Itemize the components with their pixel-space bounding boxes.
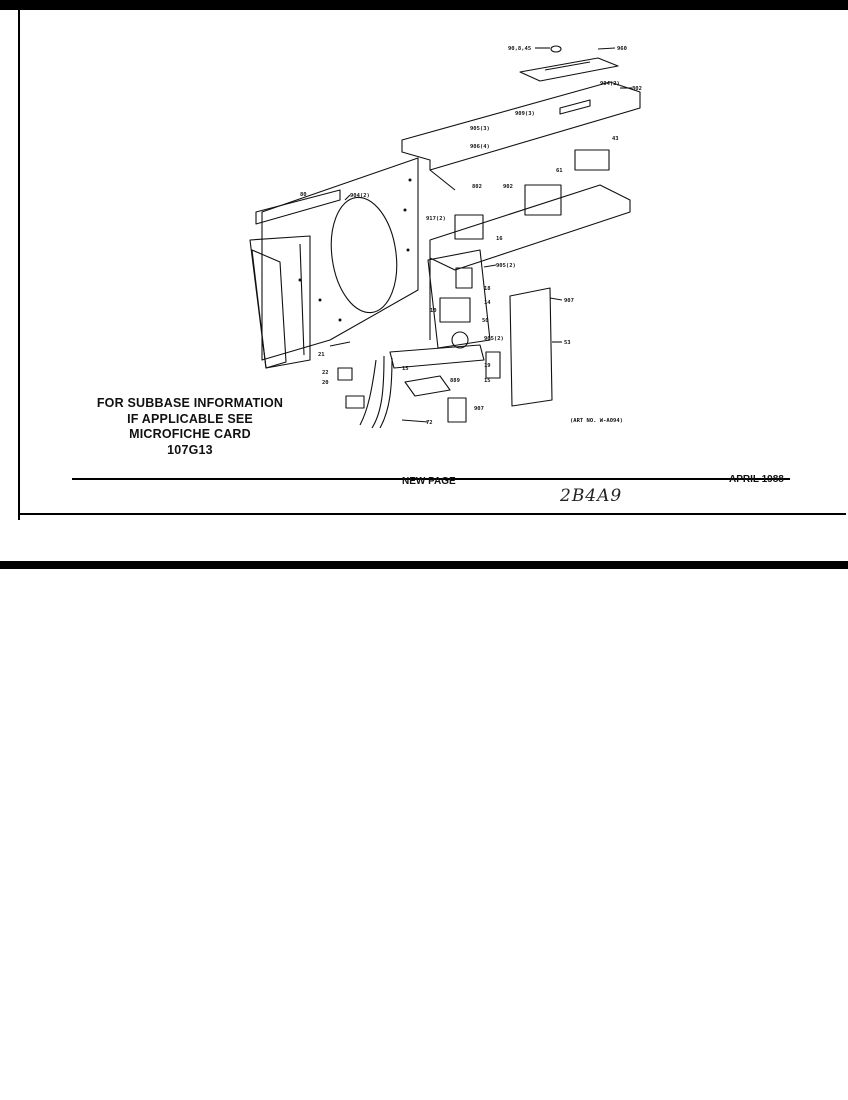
art-number: (ART NO. W-A094)	[570, 418, 623, 424]
callout-label: 50	[482, 318, 489, 324]
callout-label: 917(2)	[426, 216, 446, 222]
callout-label: 43	[612, 136, 619, 142]
bolt-hole	[408, 178, 412, 182]
callout-label: 19	[484, 363, 491, 369]
bottom-rule	[20, 513, 846, 515]
fan-opening	[330, 196, 398, 314]
bolt-hole	[318, 298, 322, 302]
callout-label: 907	[564, 298, 574, 304]
callout-label: 22	[322, 370, 329, 376]
power-cord-wires	[359, 355, 393, 429]
callout-label: 905(3)	[470, 126, 490, 132]
bolt-hole	[403, 208, 407, 212]
junction-block	[485, 351, 501, 379]
top-plate-slot	[544, 61, 591, 71]
callout-label: 960	[617, 46, 627, 52]
terminal-box	[447, 397, 467, 423]
control-panel	[427, 249, 491, 349]
top-scan-band	[0, 0, 848, 10]
callout-label: 14	[484, 300, 491, 306]
callout-label: 907	[474, 406, 484, 412]
callout-label: 72	[426, 420, 433, 426]
bolt-hole	[406, 248, 410, 252]
callout-label: 905(2)	[496, 263, 516, 269]
lead-wire	[329, 341, 351, 347]
callout-label: 10	[430, 308, 437, 314]
leader-6	[549, 297, 563, 301]
top-cover-plate	[519, 57, 619, 82]
callout-label: 61	[556, 168, 563, 174]
callout-label: 889	[450, 378, 460, 384]
callout-label: 80	[300, 192, 307, 198]
left-page-edge	[18, 10, 20, 520]
callout-label: 18	[484, 286, 491, 292]
callout-label: 905(2)	[484, 336, 504, 342]
lower-bracket	[389, 344, 485, 369]
callout-label: 16	[496, 236, 503, 242]
callout-label: 15	[484, 378, 491, 384]
callout-label: 909(3)	[515, 111, 535, 117]
plug	[345, 395, 365, 409]
top-knob	[550, 45, 562, 53]
leader-2	[597, 47, 616, 50]
footer-new-page: NEW PAGE	[402, 476, 456, 487]
front-grille-panel	[509, 287, 553, 407]
callout-label: 53	[564, 340, 571, 346]
thermostat-block	[574, 149, 610, 171]
handwritten-code: 2B4A9	[560, 486, 623, 506]
panel-edge	[429, 169, 456, 191]
callout-label: 802	[472, 184, 482, 190]
footer-date: APRIL 1988	[729, 474, 784, 485]
callout-label: 906(4)	[470, 144, 490, 150]
base-tray	[429, 184, 631, 271]
bolt-hole	[338, 318, 342, 322]
transformer	[439, 297, 471, 323]
callout-label: 904(2)	[350, 193, 370, 199]
vent-slot	[559, 99, 591, 115]
leader-4	[344, 194, 351, 201]
compressor-relay	[524, 184, 562, 216]
motor-knob	[451, 331, 469, 349]
upper-panel	[401, 81, 641, 171]
bulkhead-top-flange	[255, 189, 341, 225]
callout-label: 902	[503, 184, 513, 190]
callout-label: 20	[322, 380, 329, 386]
capacitor	[454, 214, 484, 240]
connector	[337, 367, 353, 381]
leader-5	[483, 264, 497, 268]
callout-label: 90,8,45	[508, 46, 531, 52]
left-inner-panel	[251, 249, 287, 369]
footer-rule	[72, 478, 790, 480]
side-panel-edge	[299, 243, 305, 356]
mounting-plate	[404, 375, 451, 397]
clip-part	[401, 419, 429, 423]
bulkhead-panel	[261, 157, 419, 361]
callout-label: 15	[402, 366, 409, 372]
bottom-scan-band	[0, 561, 848, 569]
callout-label: 21	[318, 352, 325, 358]
bolt-hole	[298, 278, 302, 282]
switch	[455, 267, 473, 289]
callout-label: 904(2)	[600, 81, 620, 87]
callout-label: 802	[632, 86, 642, 92]
subbase-info-note: FOR SUBBASE INFORMATION IF APPLICABLE SE…	[96, 396, 284, 457]
